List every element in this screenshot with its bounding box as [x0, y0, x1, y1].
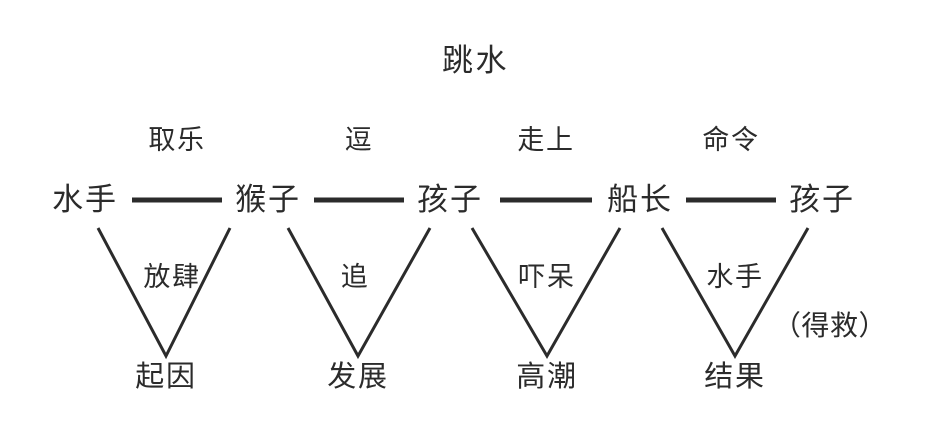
chain-node-child-2: 孩子 — [789, 182, 855, 217]
chain-node-child-1: 孩子 — [417, 182, 483, 217]
wedge-shape-2 — [470, 227, 622, 359]
note-rescued: （得救） — [772, 311, 888, 342]
stage-label-development: 发展 — [327, 361, 389, 393]
wedge-label-chase: 追 — [340, 262, 370, 292]
wedge-label-unruly: 放肆 — [143, 262, 201, 292]
wedge-label-sailors: 水手 — [706, 262, 764, 292]
wedge-shape-0 — [96, 227, 232, 360]
stage-label-result: 结果 — [704, 361, 766, 393]
chain-node-sailor-1: 水手 — [52, 182, 118, 217]
stage-label-cause: 起因 — [135, 361, 197, 393]
diagram-title: 跳水 — [442, 43, 509, 78]
chain-node-captain: 船长 — [607, 182, 673, 217]
edge-label-tease: 逗 — [344, 125, 374, 155]
wedge-label-stunned: 吓呆 — [518, 262, 576, 292]
chain-node-monkey: 猴子 — [235, 182, 301, 217]
wedge-shape-1 — [286, 227, 432, 360]
stage-label-climax: 高潮 — [516, 361, 578, 393]
edge-label-climb-up: 走上 — [517, 125, 575, 155]
edge-label-amuse: 取乐 — [148, 125, 206, 155]
edge-label-command: 命令 — [702, 125, 760, 155]
